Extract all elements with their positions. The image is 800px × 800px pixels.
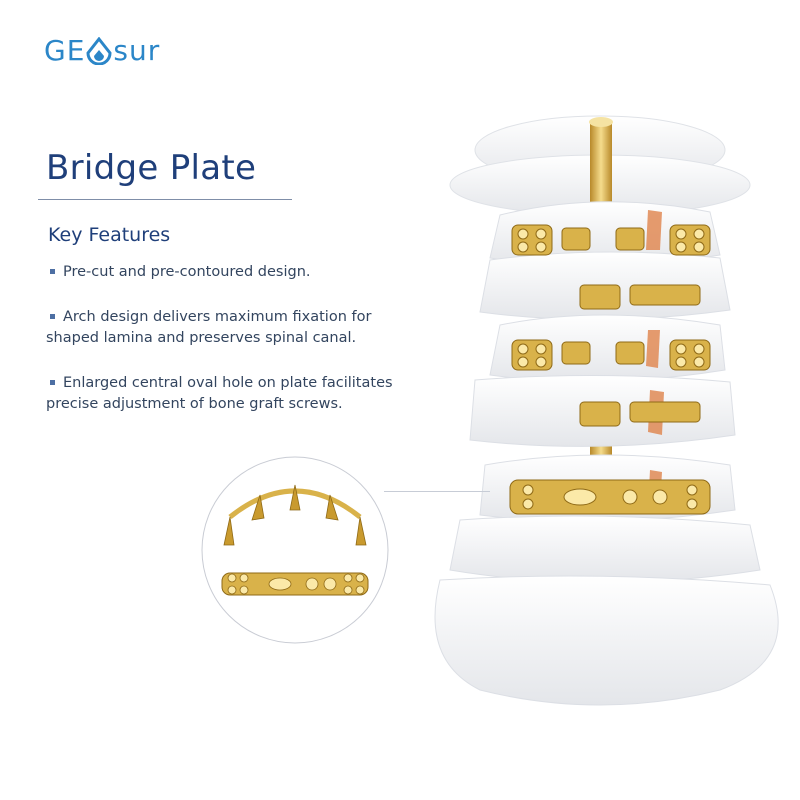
brand-logo: GE SUR [44, 34, 160, 67]
callout-leader-line [384, 491, 490, 492]
feature-text: Pre-cut and pre-contoured design. [63, 264, 311, 280]
feature-text: Enlarged central oval hole on plate faci… [46, 375, 393, 412]
bullet-icon [50, 379, 55, 385]
feature-text: Arch design delivers maximum fixation fo… [46, 309, 372, 346]
bullet-icon [50, 268, 55, 274]
feature-item: Enlarged central oval hole on plate faci… [46, 373, 406, 415]
bullet-icon [50, 313, 55, 319]
logo-text-left: GE [44, 34, 86, 67]
title-divider [38, 199, 292, 200]
page-title: Bridge Plate [46, 148, 257, 188]
logo-drop-icon [86, 36, 112, 65]
cervical-spine-illustration [434, 115, 779, 706]
logo-text-right: SUR [113, 34, 161, 67]
bridge-plate-detail-illustration [201, 456, 389, 644]
feature-list: Pre-cut and pre-contoured design. Arch d… [46, 262, 406, 439]
feature-item: Arch design delivers maximum fixation fo… [46, 307, 406, 349]
key-features-heading: Key Features [48, 224, 171, 246]
feature-item: Pre-cut and pre-contoured design. [46, 262, 406, 283]
